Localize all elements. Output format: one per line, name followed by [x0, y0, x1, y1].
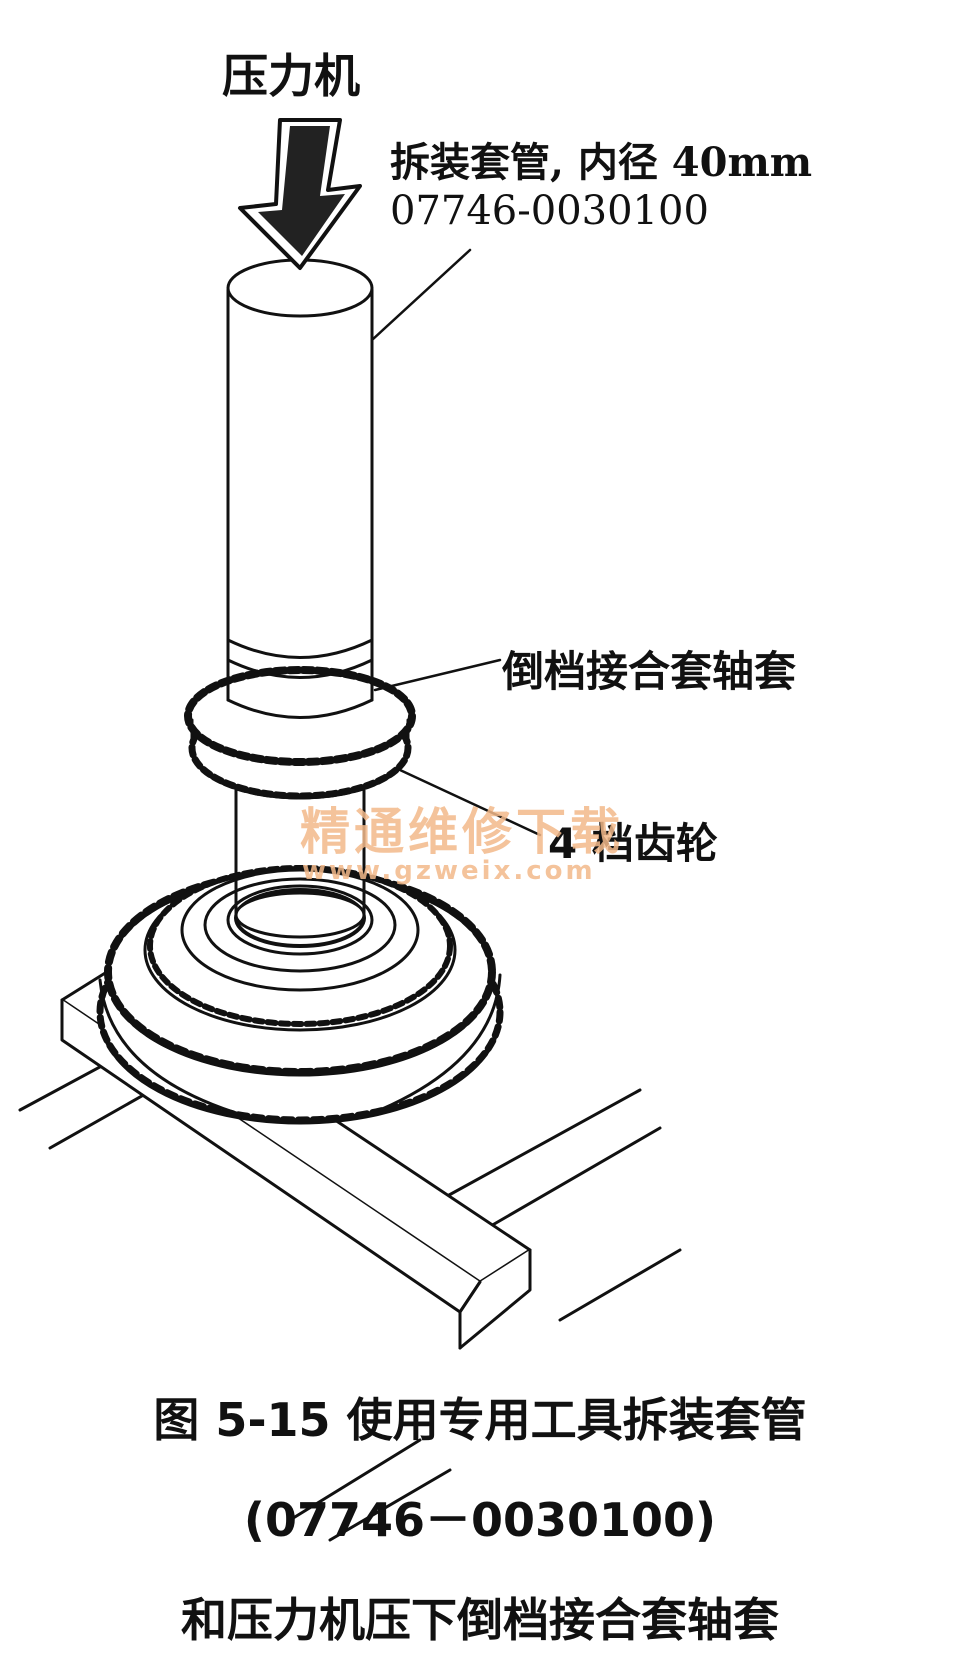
watermark-text: 精通维修下载 [300, 803, 624, 861]
leader-lines [370, 248, 542, 837]
label-part-number: 07746-0030100 [390, 188, 709, 234]
label-fourth-gear: 4 档齿轮 [548, 819, 718, 868]
tool-sleeve [226, 258, 374, 719]
fourth-gear [184, 666, 416, 800]
caption-line-1: 图 5-15 使用专用工具拆装套管 [153, 1393, 807, 1447]
caption-line-2: (07746－0030100) [243, 1493, 717, 1547]
label-tool-sleeve: 拆装套管, 内径 40mm [390, 139, 813, 186]
caption-line-3: 和压力机压下倒档接合套轴套 [181, 1593, 779, 1647]
large-gear [96, 865, 504, 1125]
support-rails [18, 1038, 682, 1542]
press-arrow-icon [238, 118, 362, 270]
label-press: 压力机 [222, 49, 360, 103]
watermark-url: www.gzweix.com [302, 856, 596, 886]
label-reverse-sleeve: 倒档接合套轴套 [502, 647, 797, 696]
